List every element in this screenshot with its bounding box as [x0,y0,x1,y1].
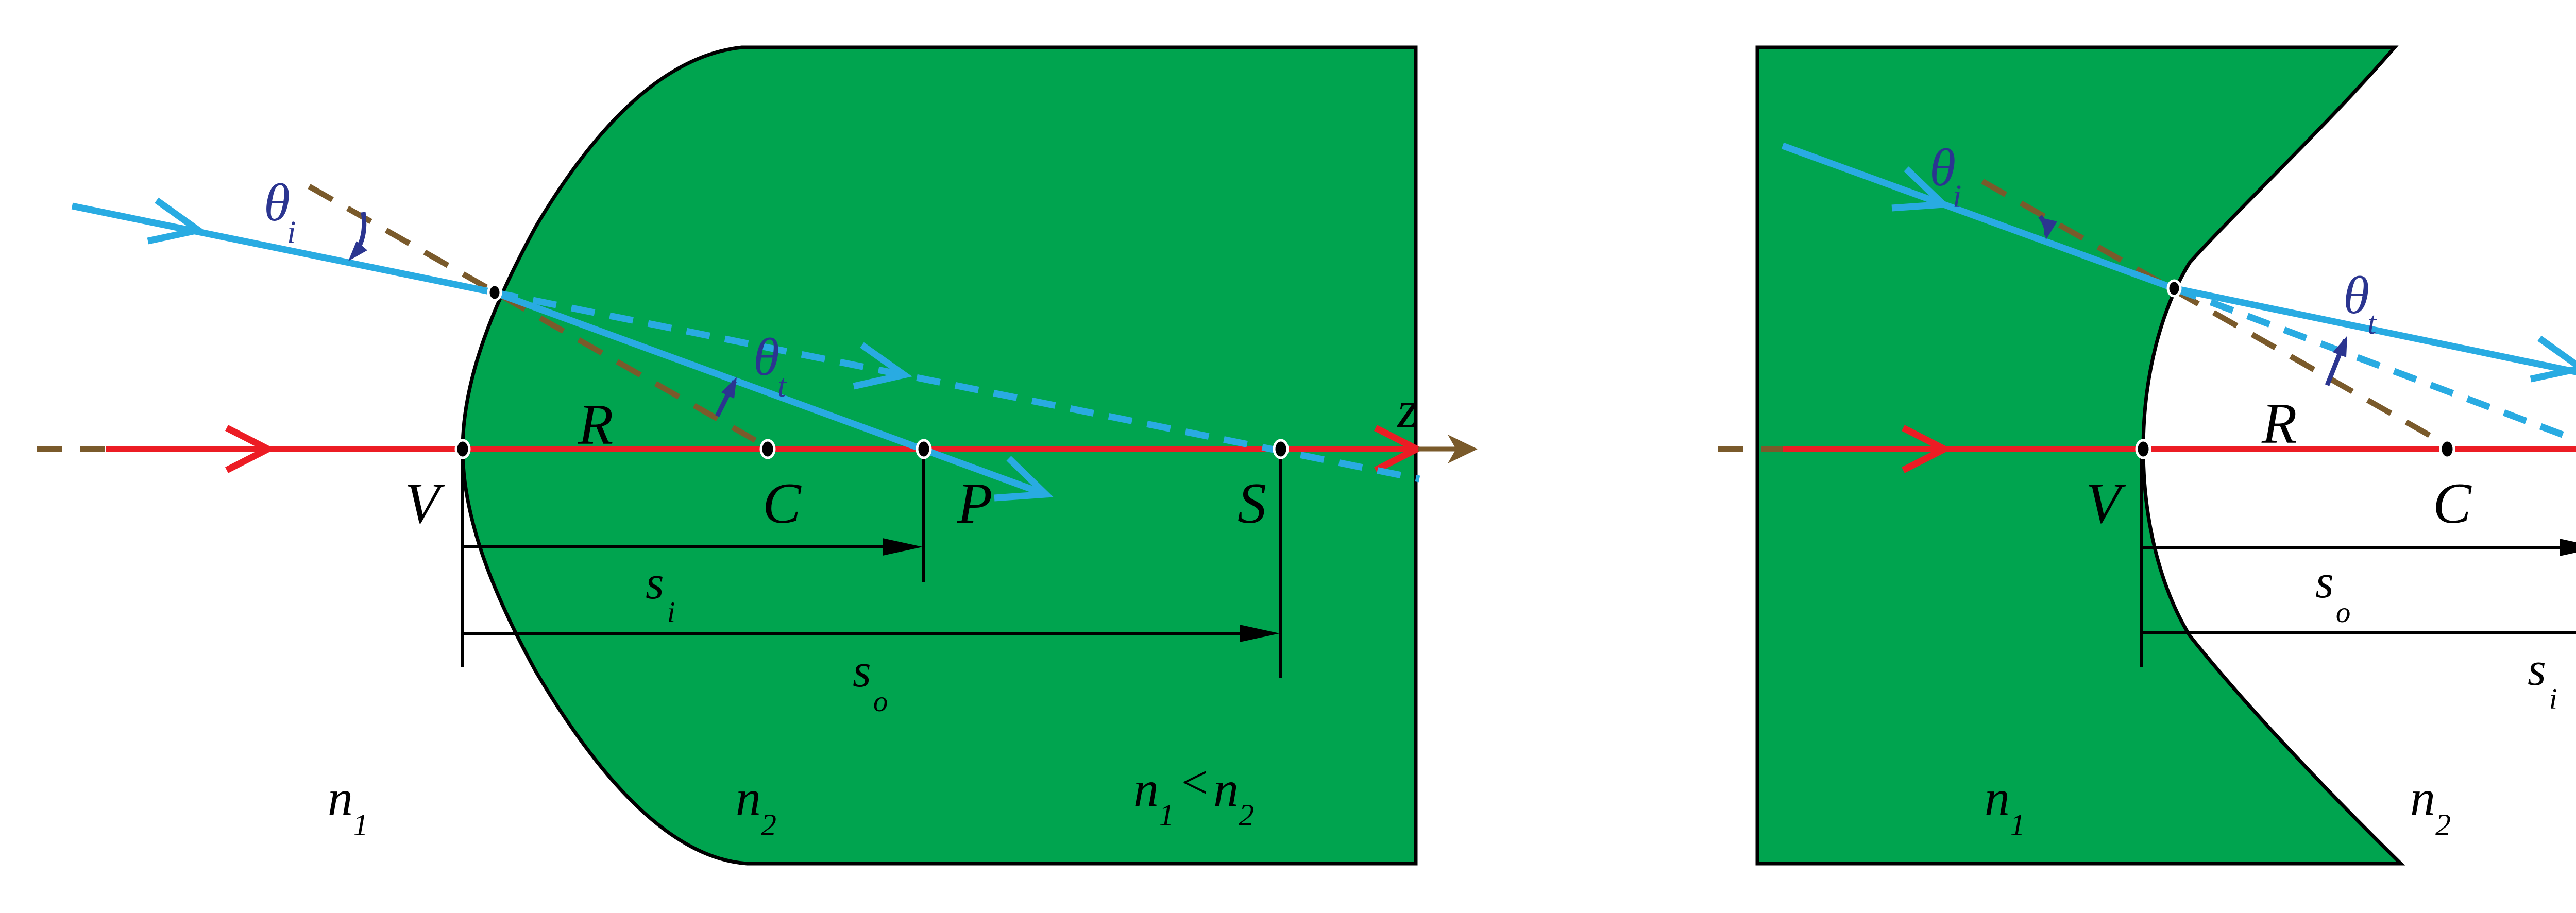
left-image-label: P [957,472,992,536]
left-axis-arrow-mid [225,425,276,473]
right-incident-ray-arrow [1891,166,1952,212]
right-incidence-point-dot [2166,279,2182,298]
left-n2-label: n2 [736,770,776,842]
left-image-dot [916,439,932,459]
left-z-axis-arrowhead [1448,435,1478,463]
left-n1-label: n1 [328,770,368,842]
left-center-label: C [762,472,802,536]
left-si-label: si [646,556,675,629]
right-axis-arrow-mid [1902,425,1952,473]
left-refracted-ray-arrow [994,456,1054,502]
left-refracted-ray [493,289,1047,498]
right-refracted-ray-arrow-mid [2530,335,2576,383]
right-theta-i-label: θi [1929,138,1961,214]
right-theta-t-arrowhead [2333,336,2347,357]
right-n1-label: n1 [1985,770,2025,842]
left-axis-arrow-end [1374,425,1425,473]
left-so-dimension-arrowhead [1240,625,1280,642]
left-index-relation-label: n1<n2 [1133,756,1254,832]
left-si-dimension-arrowhead [883,538,923,556]
right-center-dot [2439,439,2455,459]
left-vertex-label: V [404,472,446,536]
right-incident-ray [1781,142,2176,292]
right-panel: θi θt R V C S P z so si n1 n2 n1>n2 [1718,45,2576,866]
right-so-dimension-arrowhead [2560,539,2576,556]
right-vertex-dot [2135,439,2151,459]
right-refracted-ray [2173,285,2576,375]
left-incident-ray [71,202,496,296]
left-undeviated-ray-arrow [853,342,912,390]
left-vertex-dot [454,439,471,459]
left-undeviated-ray-dashed [494,289,1420,483]
left-center-dot [759,439,776,459]
right-n2-label: n2 [2410,770,2451,842]
right-vertex-label: V [2086,472,2127,536]
left-source-label: S [1238,472,1266,536]
right-si-label: si [2528,643,2557,715]
right-center-label: C [2433,472,2472,536]
right-theta-i-arrowhead [2044,218,2057,240]
left-theta-i-arrowhead [348,241,367,261]
left-incidence-point-dot [487,283,502,302]
left-radius-label: R [578,393,613,457]
left-so-label: so [853,644,888,718]
left-incident-ray-arrow [147,197,207,245]
right-theta-t-label: θt [2343,266,2377,341]
left-z-axis-label: z [1396,380,1418,439]
left-source-dot [1273,439,1289,459]
right-radius-label: R [2261,392,2297,456]
left-theta-t-arrowhead [721,377,737,399]
left-theta-t-label: θt [753,328,787,404]
right-so-label: so [2315,555,2350,629]
